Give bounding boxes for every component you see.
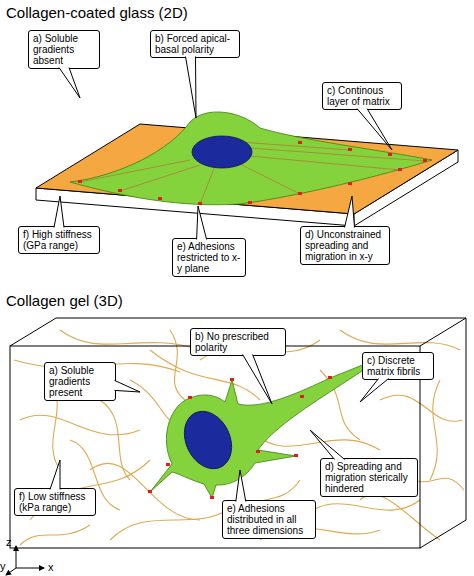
fibril xyxy=(20,525,90,545)
adhesion xyxy=(198,202,202,205)
adhesion xyxy=(210,496,214,499)
flat-cell xyxy=(70,112,432,205)
box-edge xyxy=(10,318,56,346)
callout-text: e) Adhesions distributed in all three di… xyxy=(227,503,311,536)
fibril xyxy=(380,395,462,421)
adhesion xyxy=(188,396,192,399)
box-edge xyxy=(466,318,467,520)
nucleus xyxy=(175,404,240,477)
callout-tail xyxy=(357,109,392,151)
gel-box xyxy=(10,318,466,548)
callout-box: f) High stiffness (GPa range) xyxy=(18,226,100,254)
adhesion xyxy=(118,189,122,192)
adhesion xyxy=(298,192,302,195)
section-title: Collagen-coated glass (2D) xyxy=(6,4,188,21)
axis-label: y xyxy=(0,560,6,572)
callout-text: e) Adhesions restricted to x-y plane xyxy=(177,241,241,274)
callout-tail xyxy=(243,355,272,405)
stress-fiber xyxy=(240,164,300,194)
stress-fiber xyxy=(200,166,215,204)
callout-text: d) Spreading and migration sterically hi… xyxy=(325,461,413,494)
adhesion xyxy=(398,168,402,171)
callout-box: f) Low stiffness (kPa range) xyxy=(14,488,96,516)
callout-box: b) Forced apical-basal polarity xyxy=(150,30,240,58)
fibril xyxy=(150,350,260,400)
fibril xyxy=(100,400,130,480)
fibril xyxy=(430,380,440,480)
callout-box: e) Adhesions restricted to x-y plane xyxy=(172,238,246,277)
box-edge xyxy=(420,318,466,346)
callout-box: d) Unconstrained spreading and migration… xyxy=(300,226,390,265)
callout-text: c) Discrete matrix fibrils xyxy=(367,355,429,377)
box-front-face xyxy=(10,346,420,548)
callout-text: b) Forced apical-basal polarity xyxy=(155,33,235,55)
adhesion xyxy=(78,180,82,183)
collagen-fibrils xyxy=(14,330,464,545)
stress-fiber xyxy=(250,148,425,161)
fibril xyxy=(360,495,440,540)
cell-body xyxy=(70,112,432,205)
stress-fibers xyxy=(80,142,425,204)
adhesion xyxy=(256,450,260,453)
callout-tail xyxy=(197,206,207,240)
adhesion xyxy=(230,378,234,381)
fibril xyxy=(20,415,140,435)
callout-text: a) Soluble gradients absent xyxy=(33,33,95,66)
callout-text: f) High stiffness (GPa range) xyxy=(23,229,95,251)
adhesion xyxy=(423,159,427,162)
callout-box: d) Spreading and migration sterically hi… xyxy=(320,458,418,497)
adhesion xyxy=(298,141,302,144)
fibril xyxy=(60,330,200,350)
adhesion xyxy=(348,148,352,151)
callout-text: d) Unconstrained spreading and migration… xyxy=(305,229,385,262)
callout-box: b) No prescribed polarity xyxy=(190,328,286,356)
callout-box: a) Soluble gradients absent xyxy=(28,30,100,69)
adhesions xyxy=(78,141,427,205)
stress-fiber xyxy=(240,142,350,150)
callout-tail xyxy=(50,460,60,490)
box-edge xyxy=(56,318,466,319)
z-axis xyxy=(16,546,17,568)
callout-box: a) Soluble gradients present xyxy=(44,362,116,401)
callout-text: f) Low stiffness (kPa range) xyxy=(19,491,91,513)
callout-tail xyxy=(310,430,345,460)
stress-fiber xyxy=(80,160,190,182)
adhesion xyxy=(388,153,392,156)
callout-text: a) Soluble gradients present xyxy=(49,365,111,398)
nucleus xyxy=(192,136,252,168)
callout-tail xyxy=(236,470,246,502)
adhesion xyxy=(148,490,152,493)
stress-fiber xyxy=(250,156,400,170)
adhesion xyxy=(158,197,162,200)
x-axis xyxy=(16,568,44,569)
callout-tail xyxy=(360,379,389,403)
adhesion xyxy=(348,182,352,185)
section-title: Collagen gel (3D) xyxy=(6,292,123,309)
adhesion xyxy=(328,376,332,379)
callout-tail xyxy=(345,196,355,228)
box-edge xyxy=(420,520,466,548)
callout-text: c) Continous layer of matrix xyxy=(327,85,397,107)
adhesion xyxy=(166,463,170,466)
callout-tail xyxy=(54,196,64,228)
axes xyxy=(6,546,44,575)
callout-box: e) Adhesions distributed in all three di… xyxy=(222,500,316,539)
adhesion xyxy=(300,395,304,398)
adhesion xyxy=(294,454,298,457)
callout-box: c) Continous layer of matrix xyxy=(322,82,402,110)
stress-fiber xyxy=(120,165,200,191)
callout-tail xyxy=(59,68,80,99)
adhesion xyxy=(248,201,252,204)
fibril xyxy=(110,500,240,540)
axis-label: z xyxy=(6,536,12,548)
callout-box: c) Discrete matrix fibrils xyxy=(362,352,434,380)
y-axis xyxy=(6,568,16,575)
callout-tail xyxy=(115,380,141,392)
callout-tail xyxy=(186,57,197,119)
callout-text: b) No prescribed polarity xyxy=(195,331,281,353)
axis-label: x xyxy=(48,561,54,573)
